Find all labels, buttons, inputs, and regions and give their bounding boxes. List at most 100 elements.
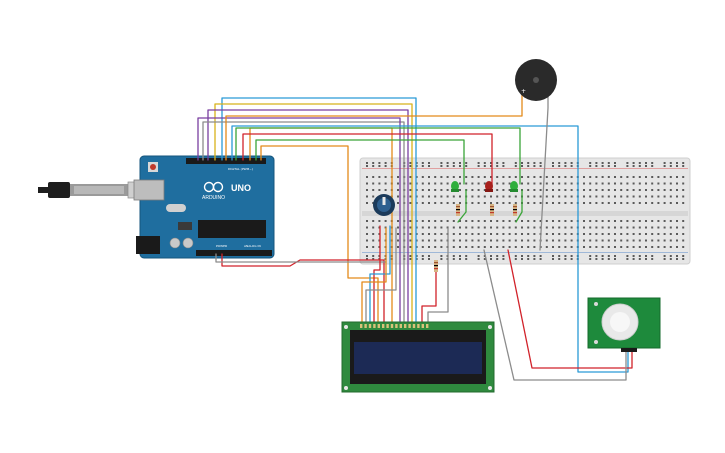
lcd-16x2-icon[interactable] [341,321,495,393]
breadboard-hole [651,162,654,164]
breadboard-hole [514,233,517,235]
breadboard-hole [626,202,629,204]
wire-red-lcd-resistor[interactable] [421,261,437,327]
breadboard-hole [601,233,604,235]
wire-gray-pir-gnd[interactable] [483,249,627,381]
breadboard-hole [533,258,536,260]
resistor-2[interactable] [490,204,494,216]
breadboard-hole [440,165,443,167]
resistor-1[interactable] [456,204,460,216]
resistor-lcd[interactable] [434,260,438,272]
wire-green-arduino-led3[interactable] [235,127,521,185]
resistor-3[interactable] [513,204,517,216]
wire-gray-lcd-bb[interactable] [427,227,449,327]
breadboard-hole [434,202,437,204]
wire-orange-arduino-bb[interactable] [260,145,379,327]
wire-gray-gnd[interactable] [215,253,387,263]
breadboard-hole [471,189,474,191]
breadboard-hole [657,220,660,222]
led-green-1[interactable] [451,181,459,192]
wire-red-arduino-led2[interactable] [242,133,493,185]
analog-pins-label: ANALOG IN [244,244,261,248]
breadboard-hole [471,246,474,248]
wire-blue-pot[interactable] [369,225,391,327]
breadboard-hole [409,255,412,257]
breadboard-hole [366,189,368,191]
arduino-brand-label: ARDUINO [202,195,225,201]
breadboard-hole [583,182,585,185]
led-green-2[interactable] [510,181,518,192]
breadboard-hole [477,189,480,191]
breadboard-hole [490,195,492,198]
wire-purple-arduino-lcd[interactable] [207,109,409,327]
breadboard-hole [372,182,375,185]
breadboard-hole [595,162,598,164]
breadboard-hole [465,220,468,222]
breadboard-hole [483,195,486,198]
wire-blue-arduino-lcd[interactable] [221,97,417,327]
breadboard-hole [378,182,381,185]
wire-green-led3-gnd[interactable] [515,189,523,223]
breadboard-hole [428,258,430,260]
wire-red-pot[interactable] [373,225,381,327]
breadboard-hole [638,182,641,185]
wire-gray-arduino-lcd[interactable] [202,121,405,327]
breadboard-hole [595,165,598,167]
breadboard-hole [496,195,499,198]
wire-green-led1-gnd[interactable] [457,189,467,223]
breadboard-hole [477,162,480,164]
breadboard-hole [421,162,424,164]
breadboard-hole [440,182,443,185]
wire-red-pir-vcc[interactable] [507,249,633,369]
breadboard-hole [452,246,455,248]
breadboard-hole [663,162,666,164]
wire-purple-arduino-lcd-2[interactable] [197,117,401,327]
breadboard-hole [663,233,666,235]
wire-green-arduino-led1[interactable] [255,139,465,185]
wire-yellow-arduino-lcd[interactable] [214,103,413,327]
wire-orange-arduino-buzzer[interactable] [225,91,523,161]
breadboard[interactable] [359,157,691,265]
breadboard-hole [465,162,468,164]
breadboard-hole [632,195,635,198]
breadboard-hole [521,226,523,229]
breadboard-hole [626,162,629,164]
breadboard-hole [595,255,598,257]
breadboard-hole [620,233,623,235]
breadboard-hole [669,182,672,185]
breadboard-hole [669,202,672,204]
breadboard-hole [626,246,629,248]
breadboard-hole [657,226,660,229]
arduino-uno[interactable]: ARDUINO UNO DIGITAL (PWM~) POWER ANALOG … [38,155,275,259]
breadboard-hole [570,182,573,185]
breadboard-hole [645,189,647,191]
breadboard-hole [583,239,585,242]
pir-motion-sensor-icon[interactable] [587,297,661,352]
breadboard-hole [657,239,660,242]
wire-gray-lcd[interactable] [365,227,397,327]
breadboard-hole [589,220,592,222]
breadboard-hole [651,182,654,185]
breadboard-hole [669,233,672,235]
breadboard-hole [366,226,368,229]
breadboard-hole [421,176,424,178]
piezo-buzzer-icon[interactable]: + [515,59,557,101]
breadboard-hole [434,233,437,235]
wire-gray-buzzer-gnd[interactable] [539,93,549,251]
breadboard-hole [490,246,492,248]
potentiometer-icon[interactable] [373,194,395,216]
breadboard-hole [459,233,461,235]
breadboard-hole [595,239,598,242]
wire-red-5v[interactable] [221,253,385,327]
wire-orange-pot[interactable] [361,227,387,327]
breadboard-hole [676,239,678,242]
breadboard-hole [409,165,412,167]
breadboard-hole [638,246,641,248]
breadboard-hole [645,246,647,248]
wires[interactable] [197,91,633,381]
breadboard-hole [527,220,530,222]
breadboard-hole [452,233,455,235]
breadboard-hole [651,165,654,167]
led-red[interactable] [485,181,493,192]
